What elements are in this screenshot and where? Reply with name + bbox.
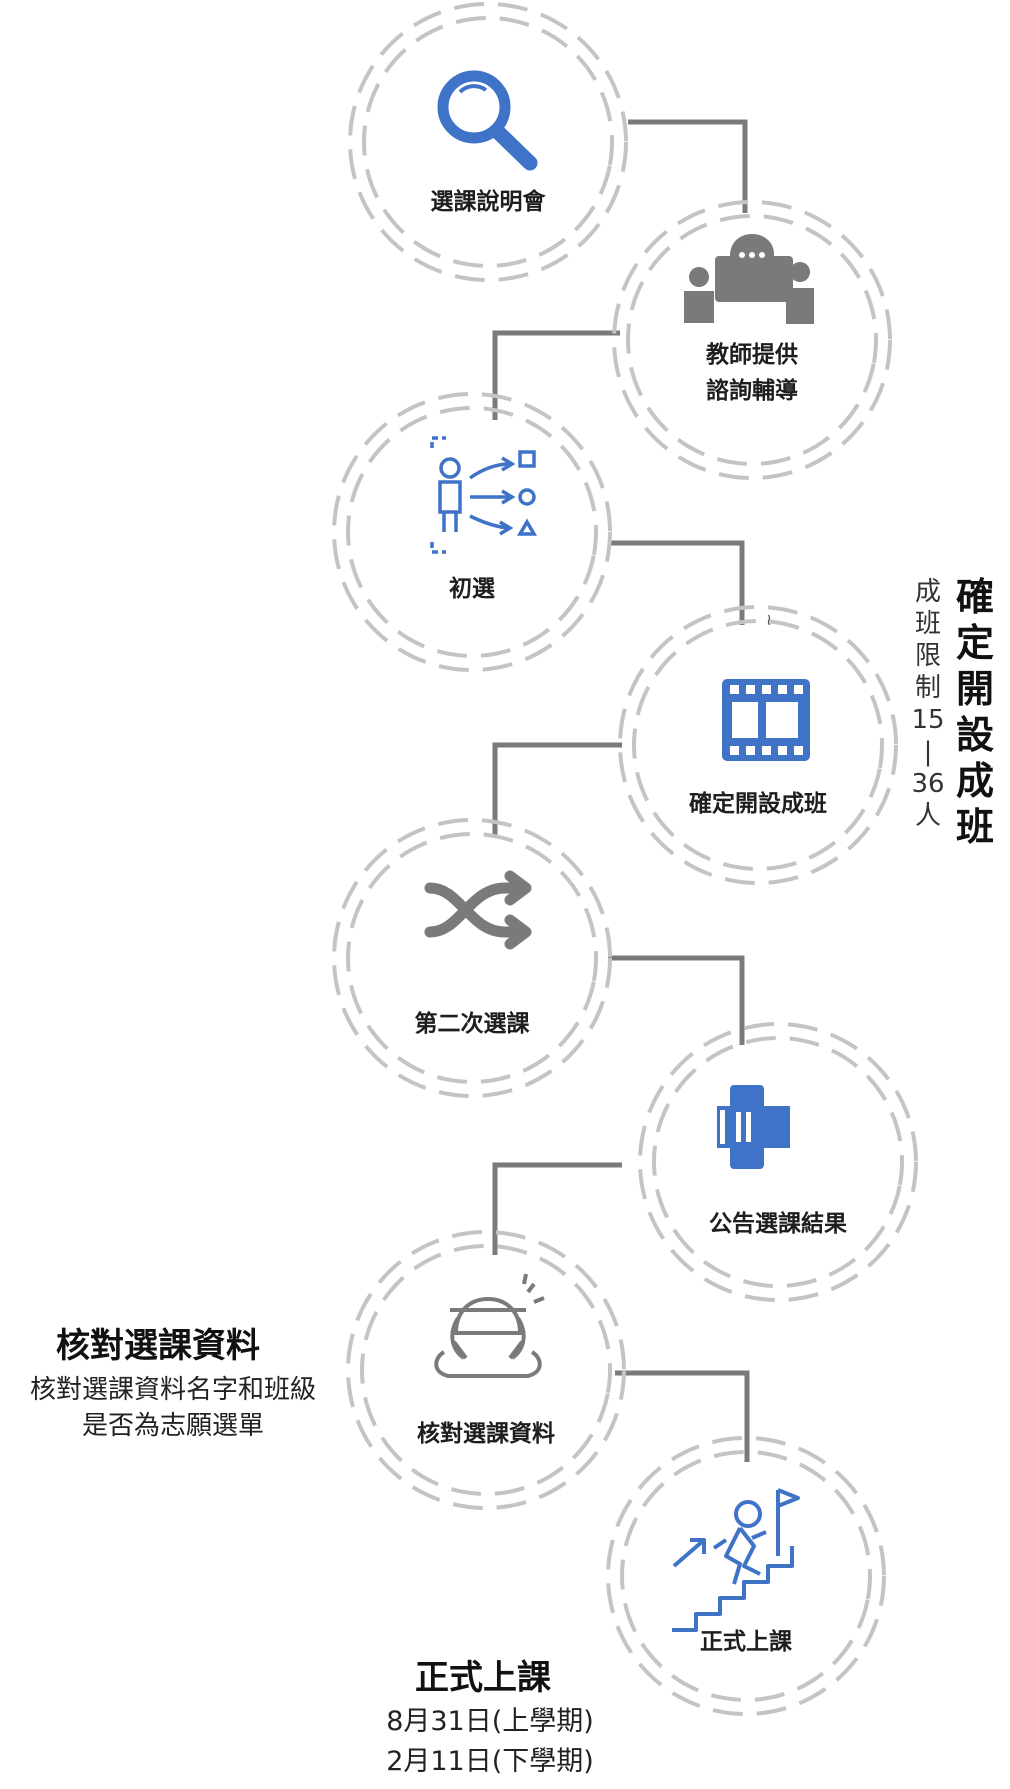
checking-person-icon [434, 1273, 545, 1378]
selection-paths-icon [430, 436, 538, 554]
check-data-note-body: 核對選課資料名字和班級 是否為志願選單 [0, 1372, 346, 1444]
title-char: 成 [955, 759, 994, 803]
connector-lines [492, 119, 750, 1462]
check-data-note-title: 核對選課資料 [56, 1326, 260, 1366]
step-ring-8 [598, 1428, 894, 1724]
title-char: 開 [955, 667, 994, 711]
check-data-note-line2: 是否為志願選單 [81, 1411, 264, 1441]
title-char: 設 [955, 713, 994, 757]
connector-4-5 [492, 742, 622, 838]
film-strip-icon [722, 679, 810, 761]
class-limit-char: 制 [914, 673, 941, 703]
stray-mark: ≀ [766, 610, 772, 629]
magnifier-icon [437, 70, 538, 171]
step-label-confirm-class: 確定開設成班 [689, 791, 827, 817]
title-char: 班 [955, 805, 994, 849]
shuffle-icon [424, 870, 532, 950]
step-label-preliminary: 初選 [449, 576, 495, 602]
class-limit-note: 成 班 限 制 15 | 36 人 [908, 576, 948, 832]
announcement-icon [717, 1085, 790, 1169]
step-ring-5 [324, 810, 620, 1106]
step-label-consultation: 教師提供 諮詢輔導 [652, 337, 852, 409]
step-label-announce-results: 公告選課結果 [709, 1211, 847, 1237]
check-data-note-line1: 核對選課資料名字和班級 [29, 1375, 316, 1405]
class-limit-char: 限 [914, 641, 941, 671]
step-ring-3 [324, 384, 620, 680]
class-limit-char: 成 [914, 577, 941, 607]
start-date-second-semester: 2月11日(下學期) [386, 1746, 594, 1777]
step-label-start-class: 正式上課 [700, 1629, 792, 1655]
connector-5-6 [608, 955, 745, 1045]
step-label-check-data: 核對選課資料 [417, 1421, 555, 1447]
title-char: 確 [955, 575, 994, 619]
class-limit-min: 15 [911, 705, 945, 735]
step-label-second-selection: 第二次選課 [414, 1011, 530, 1037]
connector-2-3 [492, 330, 620, 420]
step-label-consultation-line1: 教師提供 [706, 342, 798, 368]
connector-3-4 [608, 540, 745, 625]
step-label-consultation-line2: 諮詢輔導 [706, 378, 798, 404]
connector-6-7 [492, 1162, 622, 1255]
start-class-note-body: 8月31日(上學期) 2月11日(下學期) [360, 1702, 620, 1782]
climbing-stairs-flag-icon [672, 1488, 800, 1632]
class-limit-char: 班 [914, 609, 941, 639]
class-limit-dash: | [923, 737, 933, 767]
step-ring-6 [630, 1014, 926, 1310]
start-date-first-semester: 8月31日(上學期) [386, 1706, 594, 1737]
class-limit-max: 36 [911, 769, 945, 799]
confirm-class-title-vertical: 確 定 開 設 成 班 [950, 574, 1000, 850]
title-char: 定 [955, 621, 994, 665]
step-label-selection-briefing: 選課說明會 [430, 189, 546, 215]
step-ring-7 [338, 1222, 634, 1518]
step-ring-1 [340, 0, 636, 290]
connector-1-2 [628, 119, 748, 213]
connector-7-8 [615, 1370, 750, 1462]
consultation-icon [684, 234, 814, 324]
class-limit-char: 人 [914, 801, 941, 831]
start-class-note-title: 正式上課 [415, 1658, 551, 1698]
